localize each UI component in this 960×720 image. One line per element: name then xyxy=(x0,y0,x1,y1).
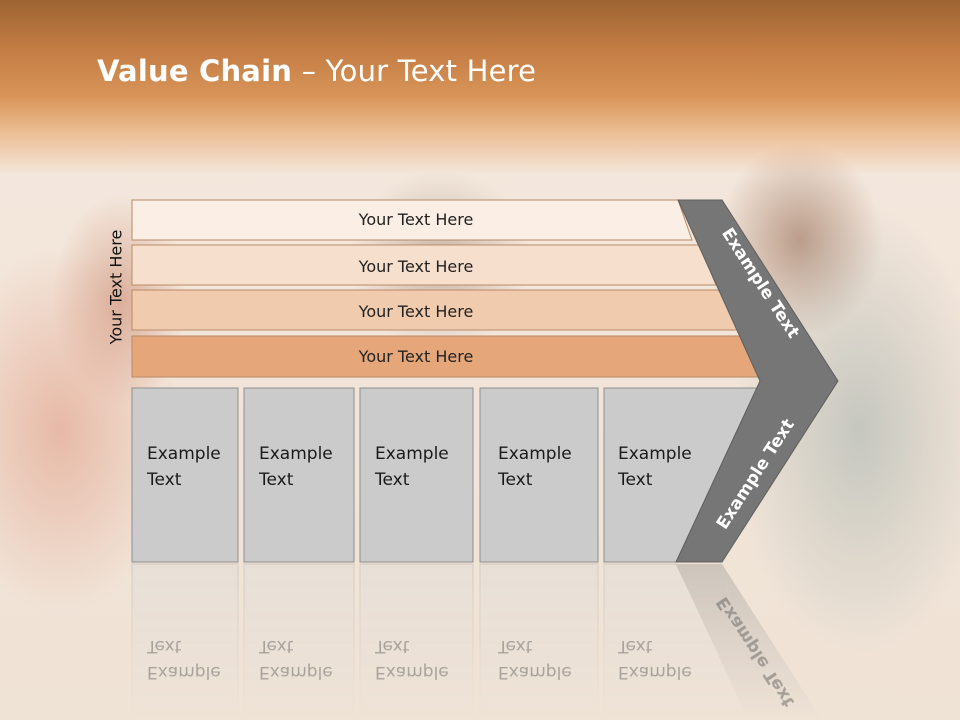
title-rest: – Your Text Here xyxy=(292,54,537,88)
support-bar-3: Your Text Here xyxy=(131,289,739,331)
reflection-text: Text xyxy=(258,636,294,656)
primary-box-line2: Text xyxy=(617,470,653,490)
title-banner xyxy=(0,0,960,175)
support-bar-label: Your Text Here xyxy=(358,302,474,321)
primary-box-line2: Text xyxy=(146,470,182,490)
primary-box-4: Example Text xyxy=(479,387,599,563)
diagram-reflection xyxy=(131,563,822,720)
support-bar-label: Your Text Here xyxy=(358,210,474,229)
reflection-text: Example xyxy=(618,662,692,682)
primary-box-line1: Example xyxy=(498,444,572,464)
primary-box-2: Example Text xyxy=(243,387,355,563)
reflection-text: Example xyxy=(498,662,572,682)
support-bar-label: Your Text Here xyxy=(358,257,474,276)
primary-box-3: Example Text xyxy=(359,387,474,563)
reflection-text: Text xyxy=(146,636,182,656)
primary-box-line1: Example xyxy=(147,444,221,464)
reflection-text: Text xyxy=(617,636,653,656)
reflection-text: Text xyxy=(497,636,533,656)
primary-box-line1: Example xyxy=(259,444,333,464)
primary-box-line2: Text xyxy=(258,470,294,490)
support-bar-1: Your Text Here xyxy=(131,199,693,241)
support-bar-4: Your Text Here xyxy=(131,335,763,378)
support-bar-2: Your Text Here xyxy=(131,244,717,286)
primary-box-line1: Example xyxy=(618,444,692,464)
side-axis-label: Your Text Here xyxy=(106,229,126,345)
slide-title: Value Chain – Your Text Here xyxy=(97,54,536,88)
primary-box-line2: Text xyxy=(374,470,410,490)
support-bar-label: Your Text Here xyxy=(358,347,474,366)
primary-box-1: Example Text xyxy=(131,387,239,563)
primary-box-line2: Text xyxy=(497,470,533,490)
title-bold: Value Chain xyxy=(97,54,293,88)
reflection-text: Example xyxy=(147,662,221,682)
reflection-text: Example xyxy=(375,662,449,682)
reflection-text: Example xyxy=(259,662,333,682)
primary-box-line1: Example xyxy=(375,444,449,464)
reflection-text: Text xyxy=(374,636,410,656)
